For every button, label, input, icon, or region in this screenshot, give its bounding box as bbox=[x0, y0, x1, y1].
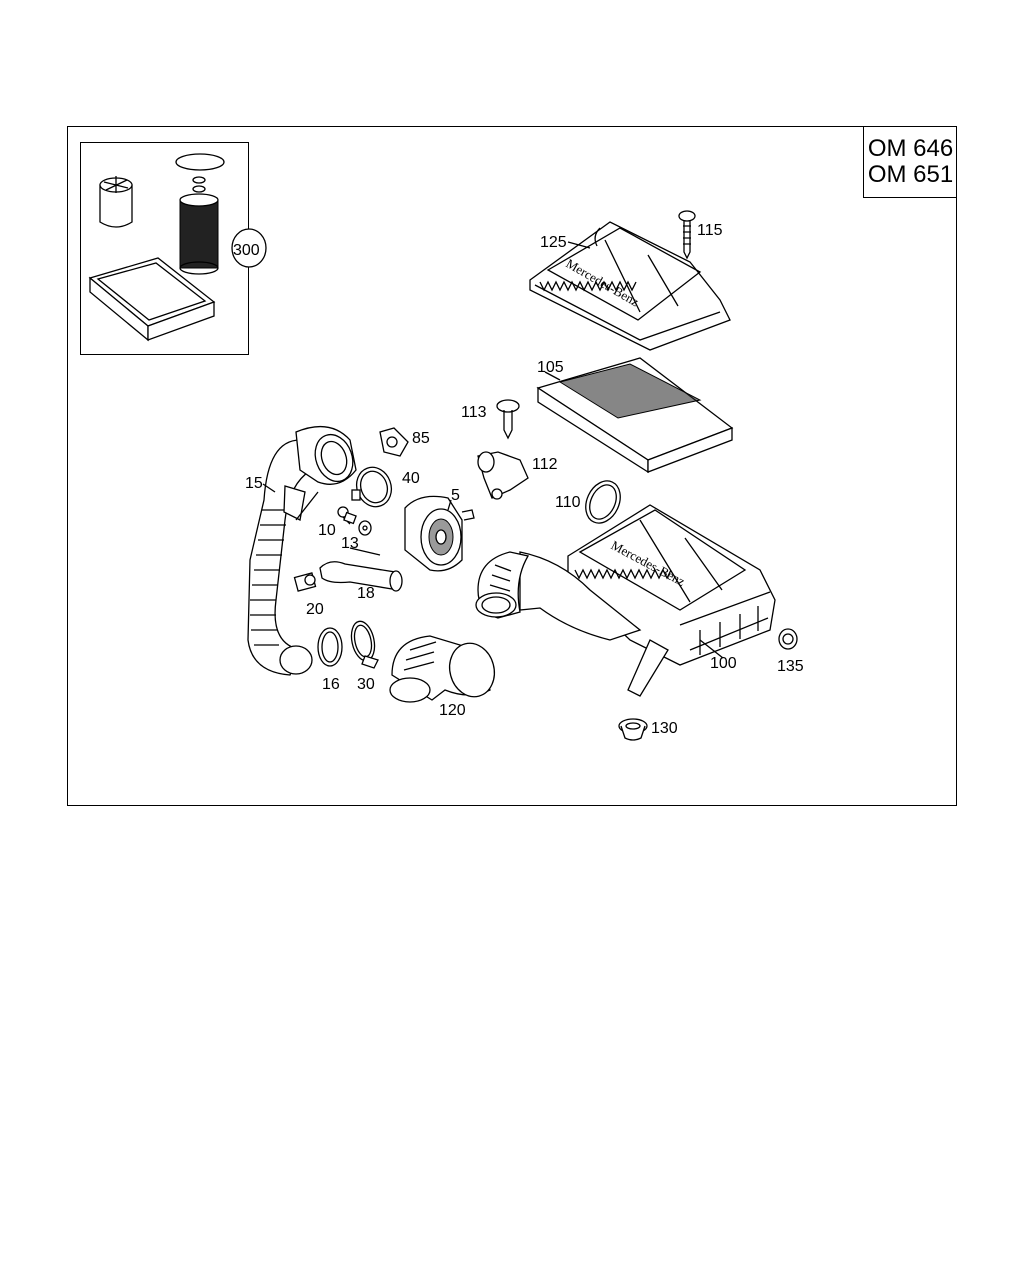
label-16: 16 bbox=[322, 676, 340, 693]
label-10: 10 bbox=[318, 522, 336, 539]
label-112: 112 bbox=[532, 456, 558, 473]
sensor-112-illustration bbox=[477, 451, 529, 500]
oil-filter-element-illustration bbox=[175, 153, 225, 275]
fuel-filter-illustration bbox=[99, 176, 133, 228]
label-110: 110 bbox=[555, 494, 581, 511]
label-300: 300 bbox=[233, 242, 260, 259]
clamp-30-illustration bbox=[350, 620, 379, 669]
label-40: 40 bbox=[402, 470, 420, 487]
diagram-frame bbox=[67, 126, 957, 806]
air-filter-element-illustration bbox=[536, 357, 734, 474]
engine-code-1: OM 646 bbox=[867, 134, 954, 162]
breather-hose-18-illustration bbox=[319, 561, 403, 592]
intake-hose-15-illustration bbox=[247, 425, 357, 676]
part-labels: 300 125 115 105 113 112 110 85 40 5 15 1… bbox=[233, 222, 804, 737]
label-5: 5 bbox=[451, 487, 460, 504]
bolt-10-illustration bbox=[337, 506, 357, 525]
elbow-hose-120-illustration bbox=[389, 635, 496, 703]
engine-code-box: OM 646 OM 651 bbox=[863, 126, 957, 198]
label-113: 113 bbox=[461, 404, 487, 421]
seal-ring-110-illustration bbox=[585, 480, 621, 524]
washer-13-illustration bbox=[358, 520, 372, 536]
air-filter-cover-illustration: Mercedes-Benz bbox=[529, 221, 731, 351]
mass-air-flow-sensor-5-illustration bbox=[404, 495, 475, 572]
label-15: 15 bbox=[245, 475, 263, 492]
label-135: 135 bbox=[777, 658, 804, 675]
label-100: 100 bbox=[710, 655, 737, 672]
label-130: 130 bbox=[651, 720, 678, 737]
leader-lines bbox=[262, 241, 724, 659]
ring-16-illustration bbox=[317, 627, 343, 667]
label-125: 125 bbox=[540, 234, 567, 251]
label-30: 30 bbox=[357, 676, 375, 693]
label-115: 115 bbox=[697, 222, 723, 239]
clamp-40-illustration bbox=[351, 466, 393, 508]
label-120: 120 bbox=[439, 702, 466, 719]
clamp-85-illustration bbox=[379, 427, 409, 457]
screw-115-illustration bbox=[678, 210, 696, 260]
screw-113-illustration bbox=[496, 399, 520, 440]
connector-20-illustration bbox=[293, 572, 317, 592]
grommet-130-illustration bbox=[618, 718, 648, 741]
label-105: 105 bbox=[537, 359, 564, 376]
label-20: 20 bbox=[306, 601, 324, 618]
engine-code-2: OM 651 bbox=[867, 160, 954, 188]
label-13: 13 bbox=[341, 535, 359, 552]
air-filter-housing-illustration: Mercedes-Benz bbox=[475, 504, 776, 697]
plug-135-illustration bbox=[778, 628, 798, 650]
label-18: 18 bbox=[357, 585, 375, 602]
label-85: 85 bbox=[412, 430, 430, 447]
kit-reference-circle bbox=[231, 228, 267, 268]
air-filter-panel-illustration bbox=[88, 257, 216, 342]
